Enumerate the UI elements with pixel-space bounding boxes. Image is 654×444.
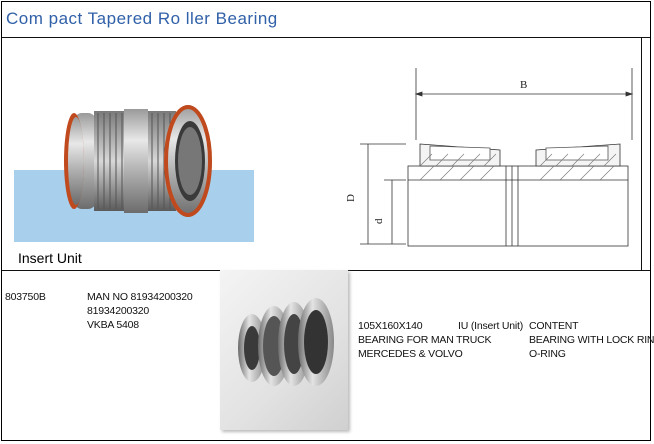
dim-D-label: D (345, 194, 357, 202)
dim-B-label: B (520, 79, 527, 91)
title-divider (2, 37, 650, 38)
dim-d-label: d (373, 218, 385, 224)
bearing-photo-main (64, 105, 212, 217)
ref-line-3: VKBA 5408 (87, 319, 139, 331)
bearing-type: IU (Insert Unit) (458, 320, 524, 332)
product-code: 803750B (5, 291, 46, 303)
bearing-size: 105X160X140 (358, 320, 423, 332)
content-line-1: BEARING WITH LOCK RING & (529, 334, 654, 346)
application-line-2: MERCEDES & VOLVO (358, 348, 463, 360)
content-line-2: O-RING (529, 348, 566, 360)
application-line-1: BEARING FOR MAN TRUCK (358, 334, 492, 346)
page-title: Com pact Tapered Ro ller Bearing (6, 9, 278, 28)
right-border-line (641, 38, 642, 271)
content-label: CONTENT (529, 320, 579, 332)
bearing-photo-secondary (238, 298, 334, 386)
ref-line-1: MAN NO 81934200320 (87, 291, 193, 303)
ref-line-2: 81934200320 (87, 305, 150, 317)
insert-unit-label: Insert Unit (18, 250, 82, 266)
bearing-technical-drawing: B D d (345, 68, 634, 247)
